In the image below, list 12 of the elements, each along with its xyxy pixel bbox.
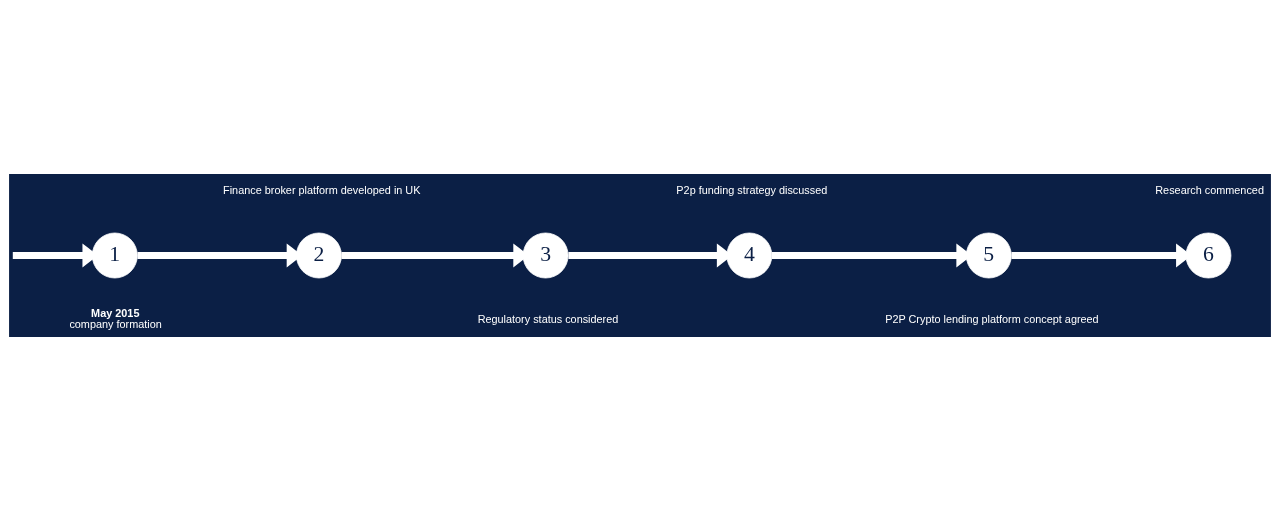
node-label: P2P Crypto lending platform concept agreed: [885, 312, 1099, 325]
node-label: Regulatory status considered: [477, 312, 619, 325]
node-circle: 3: [522, 232, 569, 278]
node-label: May 2015: [91, 306, 140, 319]
node-circle: 6: [1185, 232, 1232, 278]
node-circle: 5: [965, 232, 1012, 278]
node-label: P2p funding strategy discussed: [676, 183, 828, 196]
node-circle: 1: [91, 232, 138, 278]
node-circle: 4: [726, 232, 773, 278]
node-label: Finance broker platform developed in UK: [223, 183, 421, 196]
node-circle: 2: [296, 232, 342, 278]
node-label: Research commenced: [1155, 183, 1264, 196]
